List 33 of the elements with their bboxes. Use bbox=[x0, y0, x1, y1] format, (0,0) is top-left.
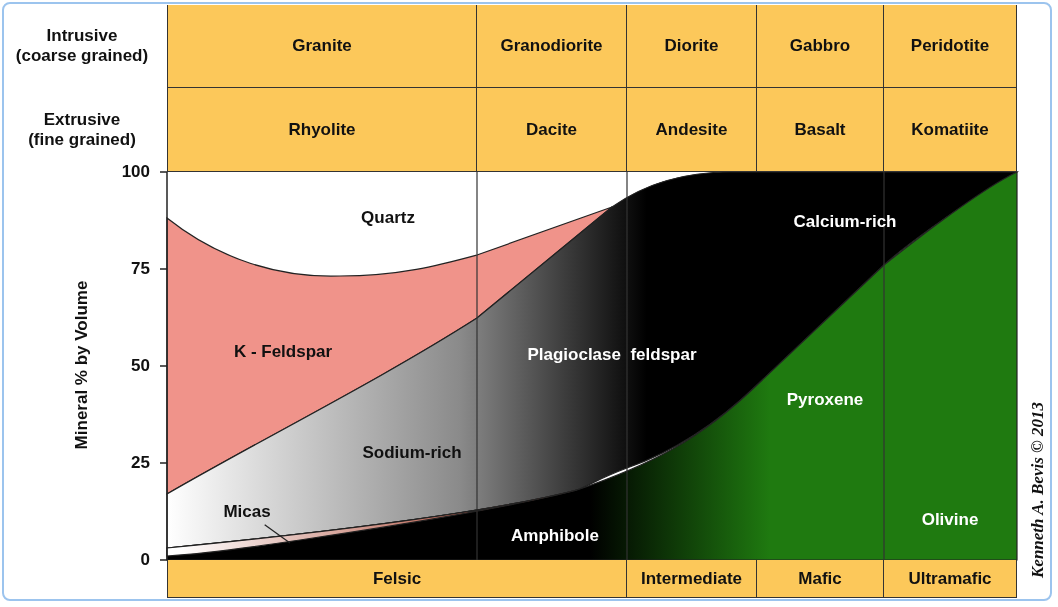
rock-name-cell: Komatiite bbox=[884, 88, 1017, 172]
credit-text: Kenneth A. Bevis © 2013 bbox=[1028, 402, 1048, 578]
axis-tick-label: 25 bbox=[131, 453, 150, 473]
rock-name-cell: Peridotite bbox=[884, 5, 1017, 88]
rock-class-cell: Mafic bbox=[757, 560, 884, 598]
rock-class-cell: Ultramafic bbox=[884, 560, 1017, 598]
mineral-label: Olivine bbox=[921, 510, 979, 530]
rock-class-cell: Intermediate bbox=[627, 560, 757, 598]
axis-tick-label: 75 bbox=[131, 259, 150, 279]
axis-title: Mineral % by Volume bbox=[72, 280, 92, 450]
row-heading: Extrusive (fine grained) bbox=[28, 110, 136, 150]
rock-name-cell: Diorite bbox=[627, 5, 757, 88]
axis-tick-label: 100 bbox=[121, 162, 150, 182]
mineral-label: Sodium-rich bbox=[362, 443, 462, 463]
mineral-label: K - Feldspar bbox=[233, 342, 333, 362]
rock-name-cell: Andesite bbox=[627, 88, 757, 172]
rock-name-cell: Granodiorite bbox=[477, 5, 627, 88]
mineral-label: Amphibole bbox=[511, 526, 599, 546]
rock-name-cell: Gabbro bbox=[757, 5, 884, 88]
axis-tick-label: 0 bbox=[140, 550, 150, 570]
mineral-label: Plagioclase feldspar bbox=[527, 345, 697, 365]
mineral-label: Quartz bbox=[361, 208, 415, 228]
rock-name-cell: Basalt bbox=[757, 88, 884, 172]
axis-tick-label: 50 bbox=[131, 356, 150, 376]
mineral-label: Calcium-rich bbox=[793, 212, 897, 232]
leader-line bbox=[264, 524, 291, 544]
mineral-label: Pyroxene bbox=[786, 390, 864, 410]
rock-name-cell: Granite bbox=[167, 5, 477, 88]
row-heading: Intrusive (coarse grained) bbox=[15, 26, 149, 66]
rock-class-cell: Felsic bbox=[167, 560, 627, 598]
rock-name-cell: Dacite bbox=[477, 88, 627, 172]
rock-name-cell: Rhyolite bbox=[167, 88, 477, 172]
mineral-label: Micas bbox=[223, 502, 271, 522]
